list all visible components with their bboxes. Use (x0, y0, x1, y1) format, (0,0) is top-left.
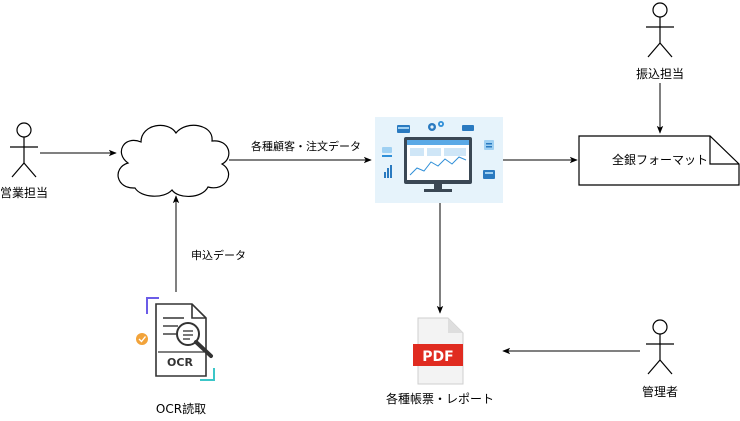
zengin-format-label: 全銀フォーマット (612, 152, 708, 167)
zengin-format-node: 全銀フォーマット (578, 135, 740, 186)
pdf-file-icon: PDF (413, 317, 464, 385)
pdf-badge-label: PDF (422, 349, 453, 365)
reports-label: 各種帳票・レポート (386, 391, 494, 406)
edge-label-customer-order: 各種顧客・注文データ (251, 139, 361, 153)
ocr-node: OCR OCR読取 (136, 297, 215, 416)
person-icon (10, 122, 38, 178)
dashboard-icon (375, 117, 503, 203)
ocr-scan-icon: OCR (136, 297, 215, 381)
ocr-caption-label: OCR読取 (156, 401, 206, 416)
actor-sales-label: 営業担当 (0, 186, 48, 200)
edge-cloud-to-dashboard: 各種顧客・注文データ (229, 139, 372, 164)
ocr-badge-label: OCR (167, 356, 193, 369)
actor-admin: 管理者 (642, 319, 678, 399)
person-icon (646, 319, 674, 375)
document-icon (578, 135, 740, 186)
actor-sales: 営業担当 (0, 122, 48, 200)
edge-ocr-to-cloud: 申込データ (172, 195, 246, 292)
actor-transfer-label: 振込担当 (636, 67, 684, 81)
actor-transfer: 振込担当 (636, 2, 684, 81)
person-icon (646, 2, 674, 58)
actor-admin-label: 管理者 (642, 384, 678, 399)
pdf-node: PDF 各種帳票・レポート (386, 317, 494, 406)
edge-label-application: 申込データ (191, 248, 246, 262)
cloud-icon (117, 124, 230, 197)
